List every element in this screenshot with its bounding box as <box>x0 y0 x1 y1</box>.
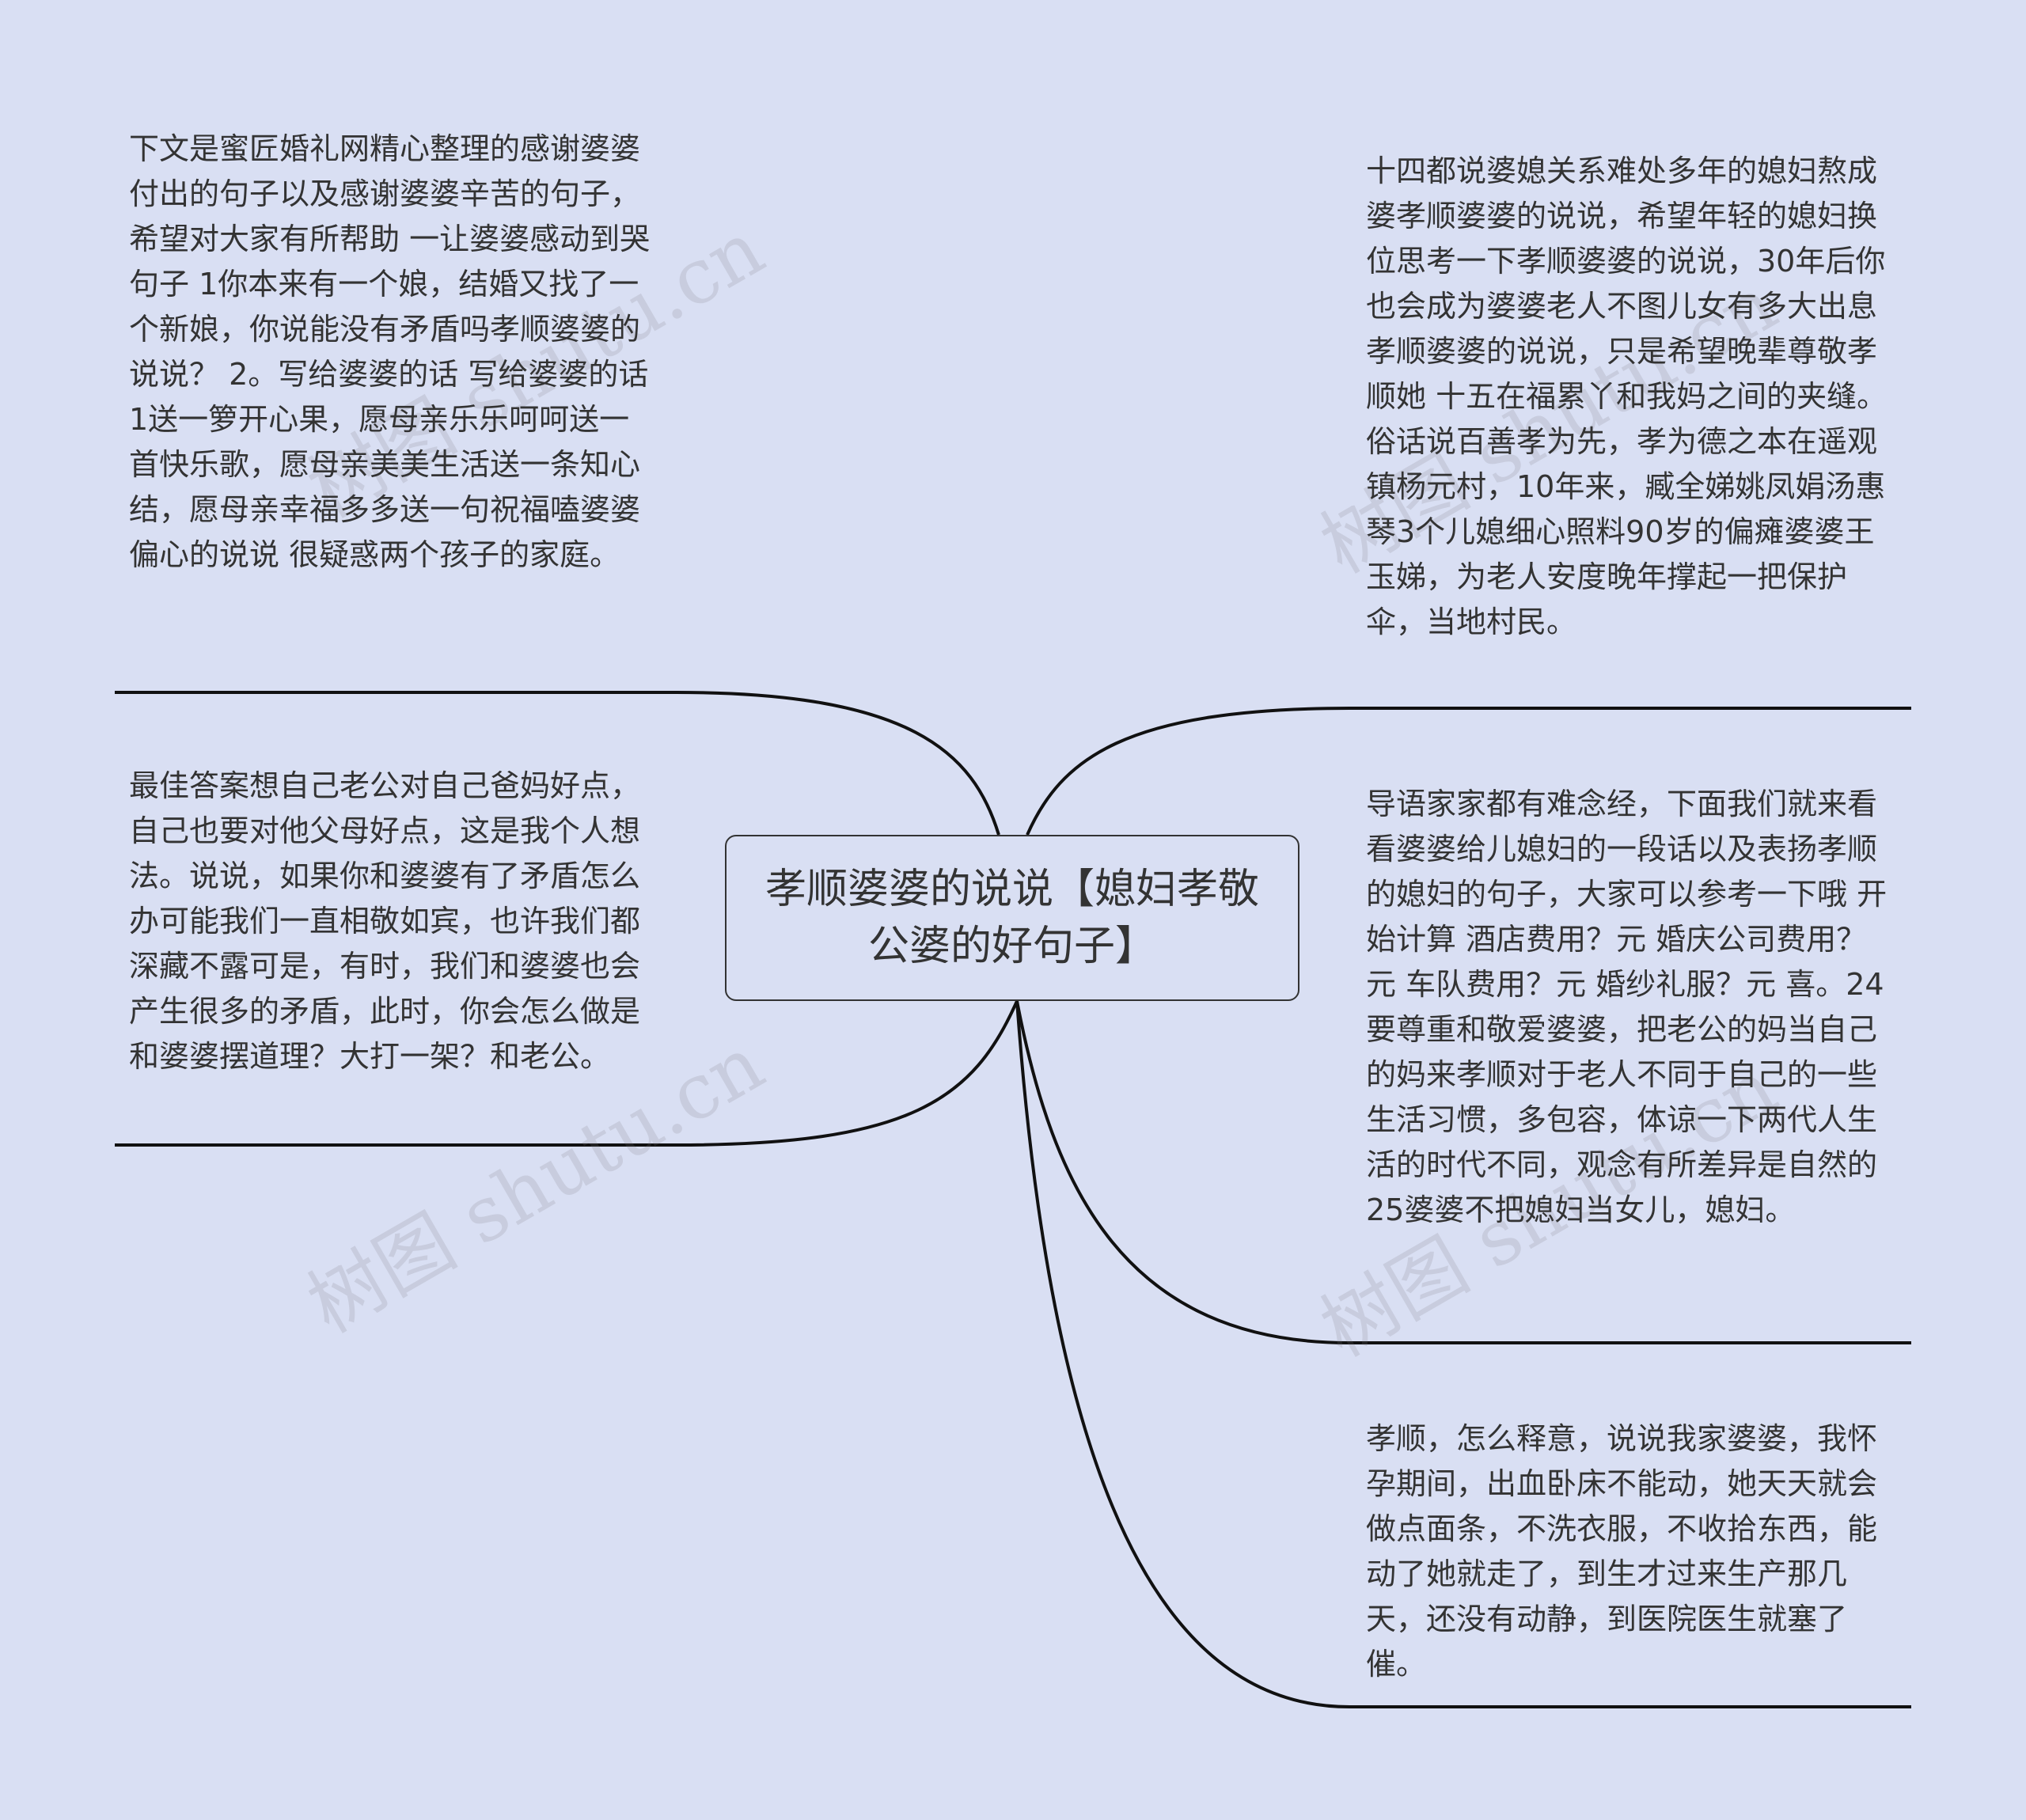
connector-left-1 <box>115 691 1000 836</box>
connector-right-2 <box>1015 1000 1911 1344</box>
branch-text-right-3: 孝顺，怎么释意，说说我家婆婆，我怀孕期间，出血卧床不能动，她天天就会做点面条，不… <box>1366 1421 1878 1682</box>
connector-left-2 <box>115 1000 1019 1147</box>
branch-text-right-1: 十四都说婆媳关系难处多年的媳妇熬成婆孝顺婆婆的说说，希望年轻的媳妇换位思考一下孝… <box>1366 154 1888 639</box>
connector-right-1 <box>1026 707 1911 836</box>
branch-text-left-1: 下文是蜜匠婚礼网精心整理的感谢婆婆付出的句子以及感谢婆婆辛苦的句子，希望对大家有… <box>129 131 658 572</box>
connector-right-3 <box>1015 1000 1911 1708</box>
branch-text-left-2: 最佳答案想自己老公对自己爸妈好点，自己也要对他父母好点，这是我个人想法。说说，如… <box>129 768 641 1074</box>
center-node-title: 孝顺婆婆的说说【媳妇孝敬公婆的好句子】 <box>764 866 1259 970</box>
center-node[interactable]: 孝顺婆婆的说说【媳妇孝敬公婆的好句子】 <box>725 835 1299 1001</box>
branch-text-right-2: 导语家家都有难念经，下面我们就来看看婆婆给儿媳妇的一段话以及表扬孝顺的媳妇的句子… <box>1366 787 1888 1227</box>
